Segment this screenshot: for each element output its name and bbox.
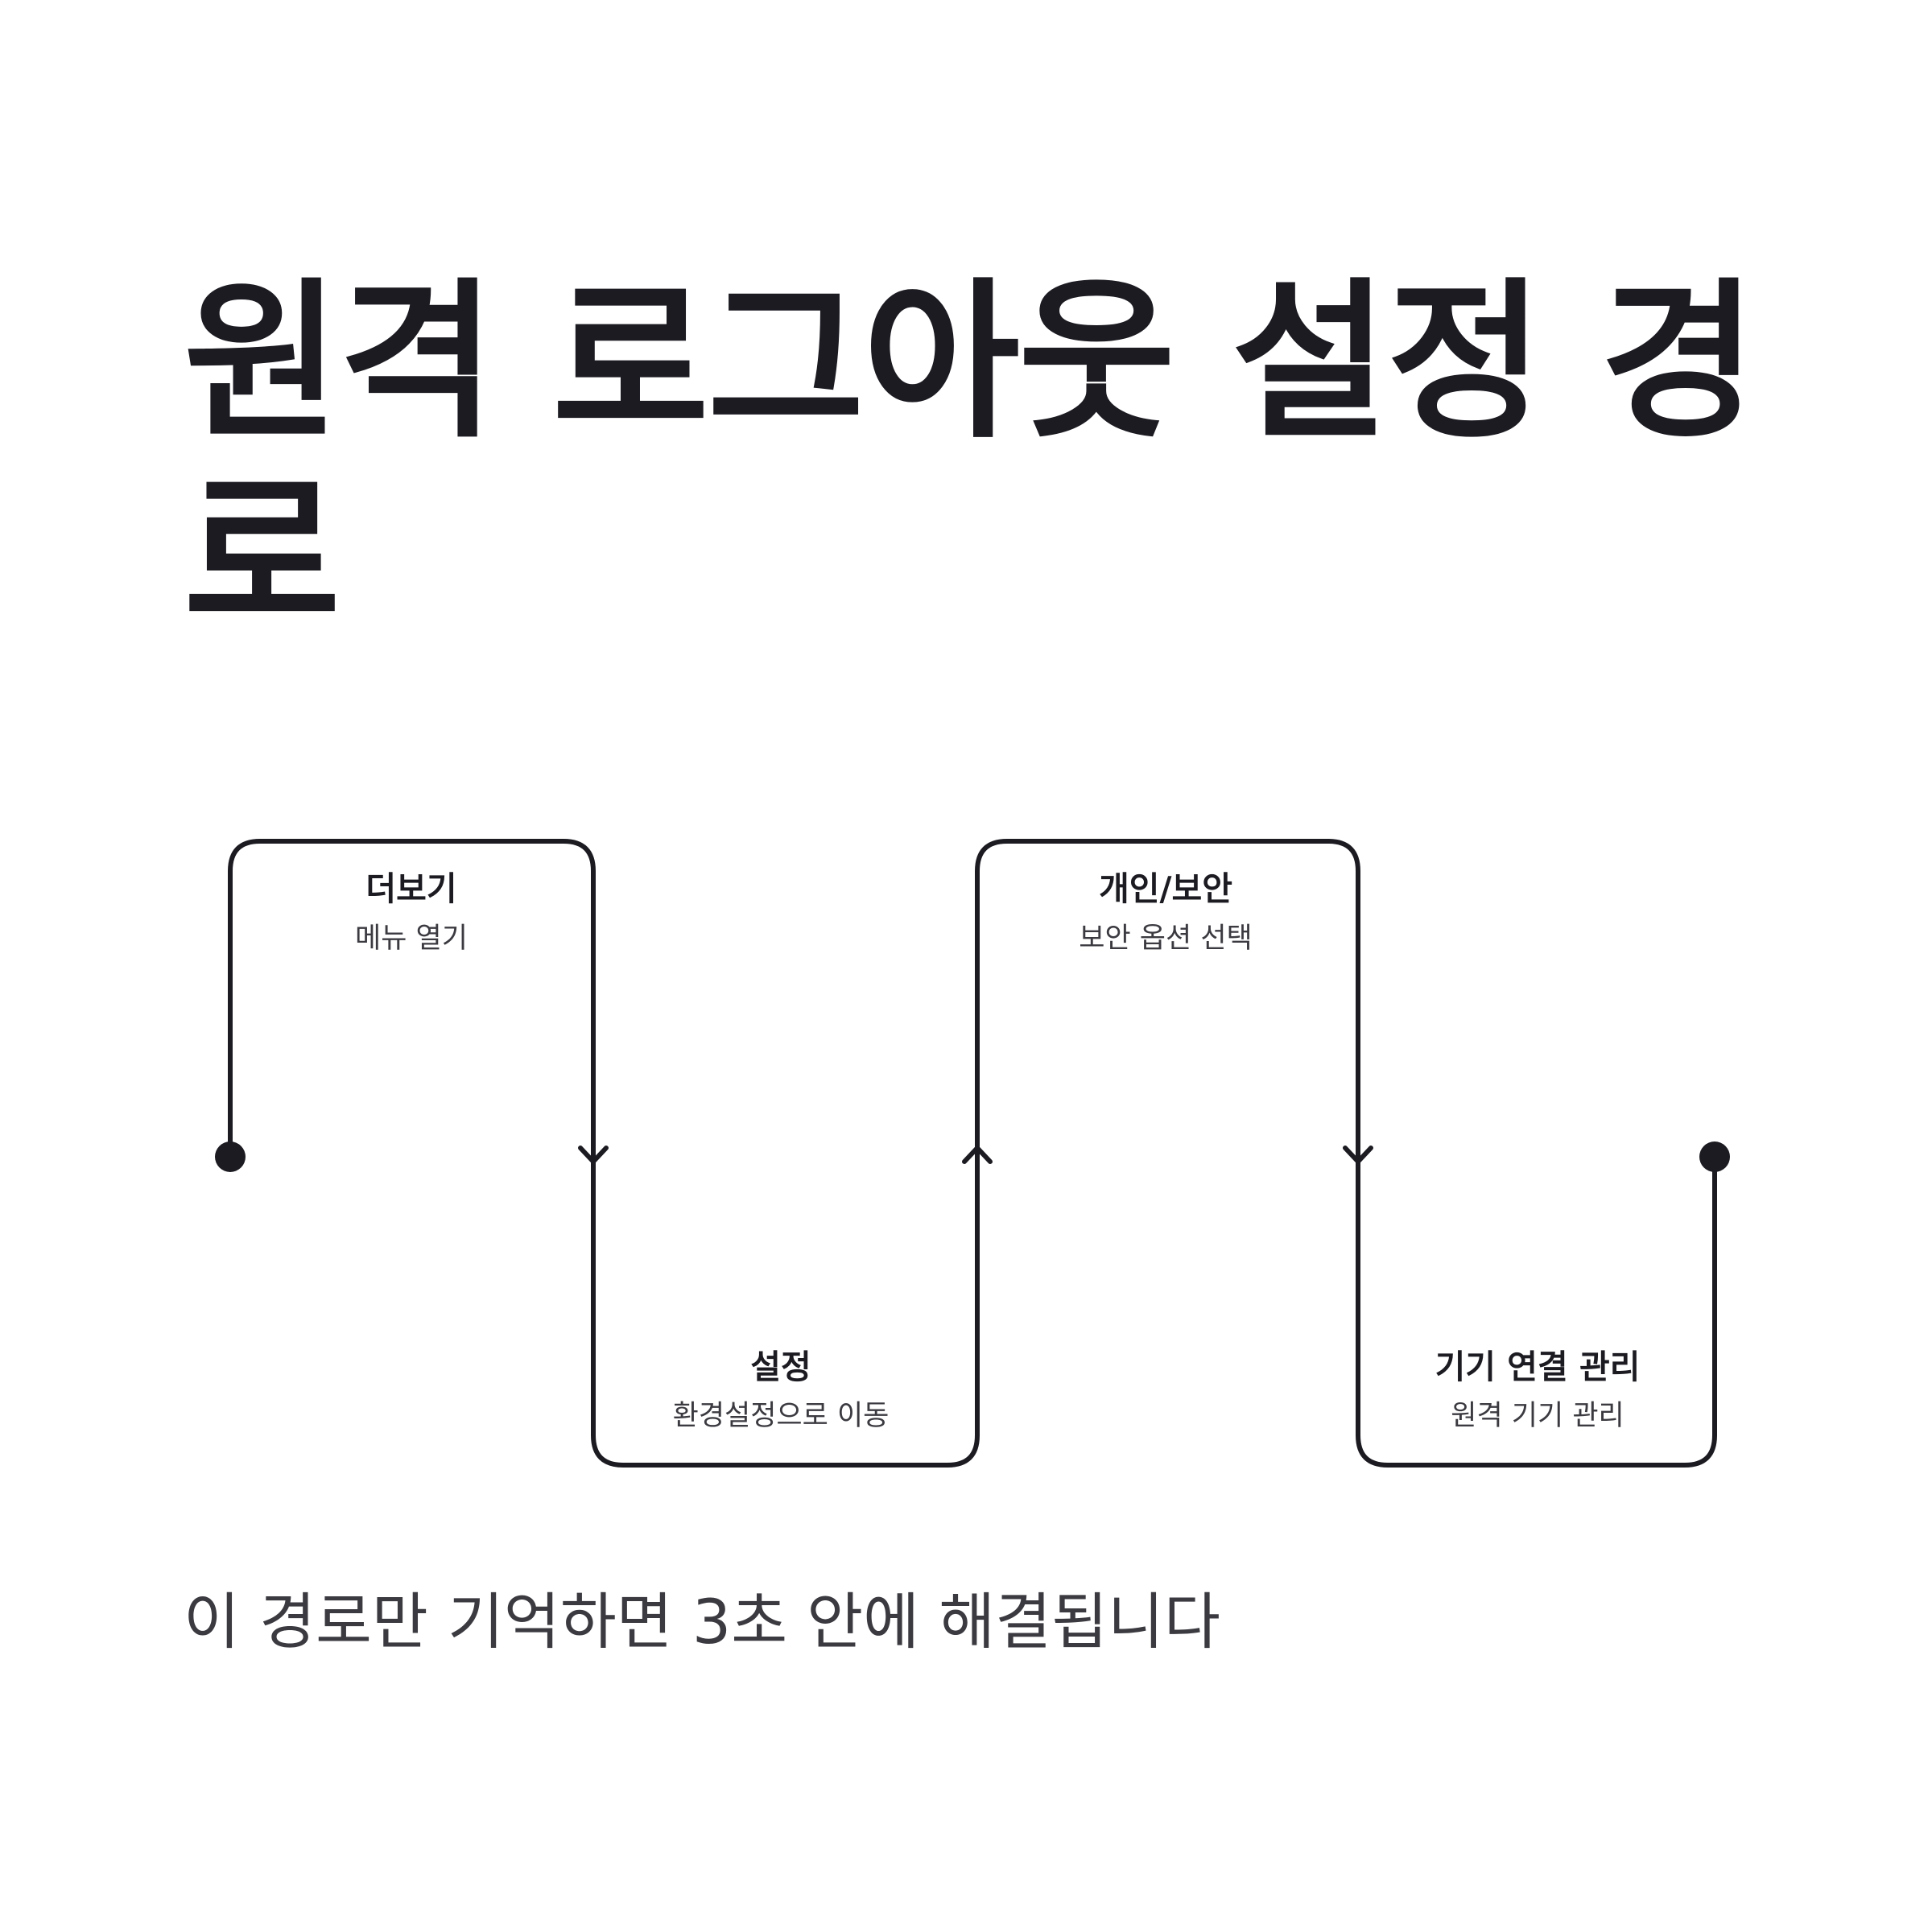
step-title: 개인/보안 — [1099, 869, 1232, 908]
arrow-down-icon — [578, 1146, 609, 1164]
footer-caption: 이 경로만 기억하면 3초 안에 해결됩니다 — [184, 1586, 1220, 1657]
step-desc: 환경설정으로 이동 — [673, 1400, 890, 1432]
arrow-down-icon — [1343, 1146, 1373, 1164]
step-title: 기기 연결 관리 — [1435, 1348, 1641, 1386]
step-device-connection: 기기 연결 관리 원격 기기 관리 — [1435, 1348, 1641, 1432]
step-desc: 메뉴 열기 — [355, 923, 468, 955]
end-dot-icon — [1699, 1141, 1730, 1172]
arrow-up-icon — [962, 1146, 993, 1164]
page-title: 원격 로그아웃 설정 경로 — [184, 262, 1757, 654]
step-privacy-security: 개인/보안 보안 옵션 선택 — [1079, 869, 1252, 955]
step-title: 설정 — [750, 1348, 811, 1386]
flow-path — [228, 839, 1717, 1468]
start-dot-icon — [215, 1141, 246, 1172]
step-desc: 원격 기기 관리 — [1451, 1400, 1624, 1432]
step-settings: 설정 환경설정으로 이동 — [673, 1348, 890, 1432]
step-more: 더보기 메뉴 열기 — [355, 869, 468, 955]
step-title: 더보기 — [365, 869, 456, 908]
step-desc: 보안 옵션 선택 — [1079, 923, 1252, 955]
